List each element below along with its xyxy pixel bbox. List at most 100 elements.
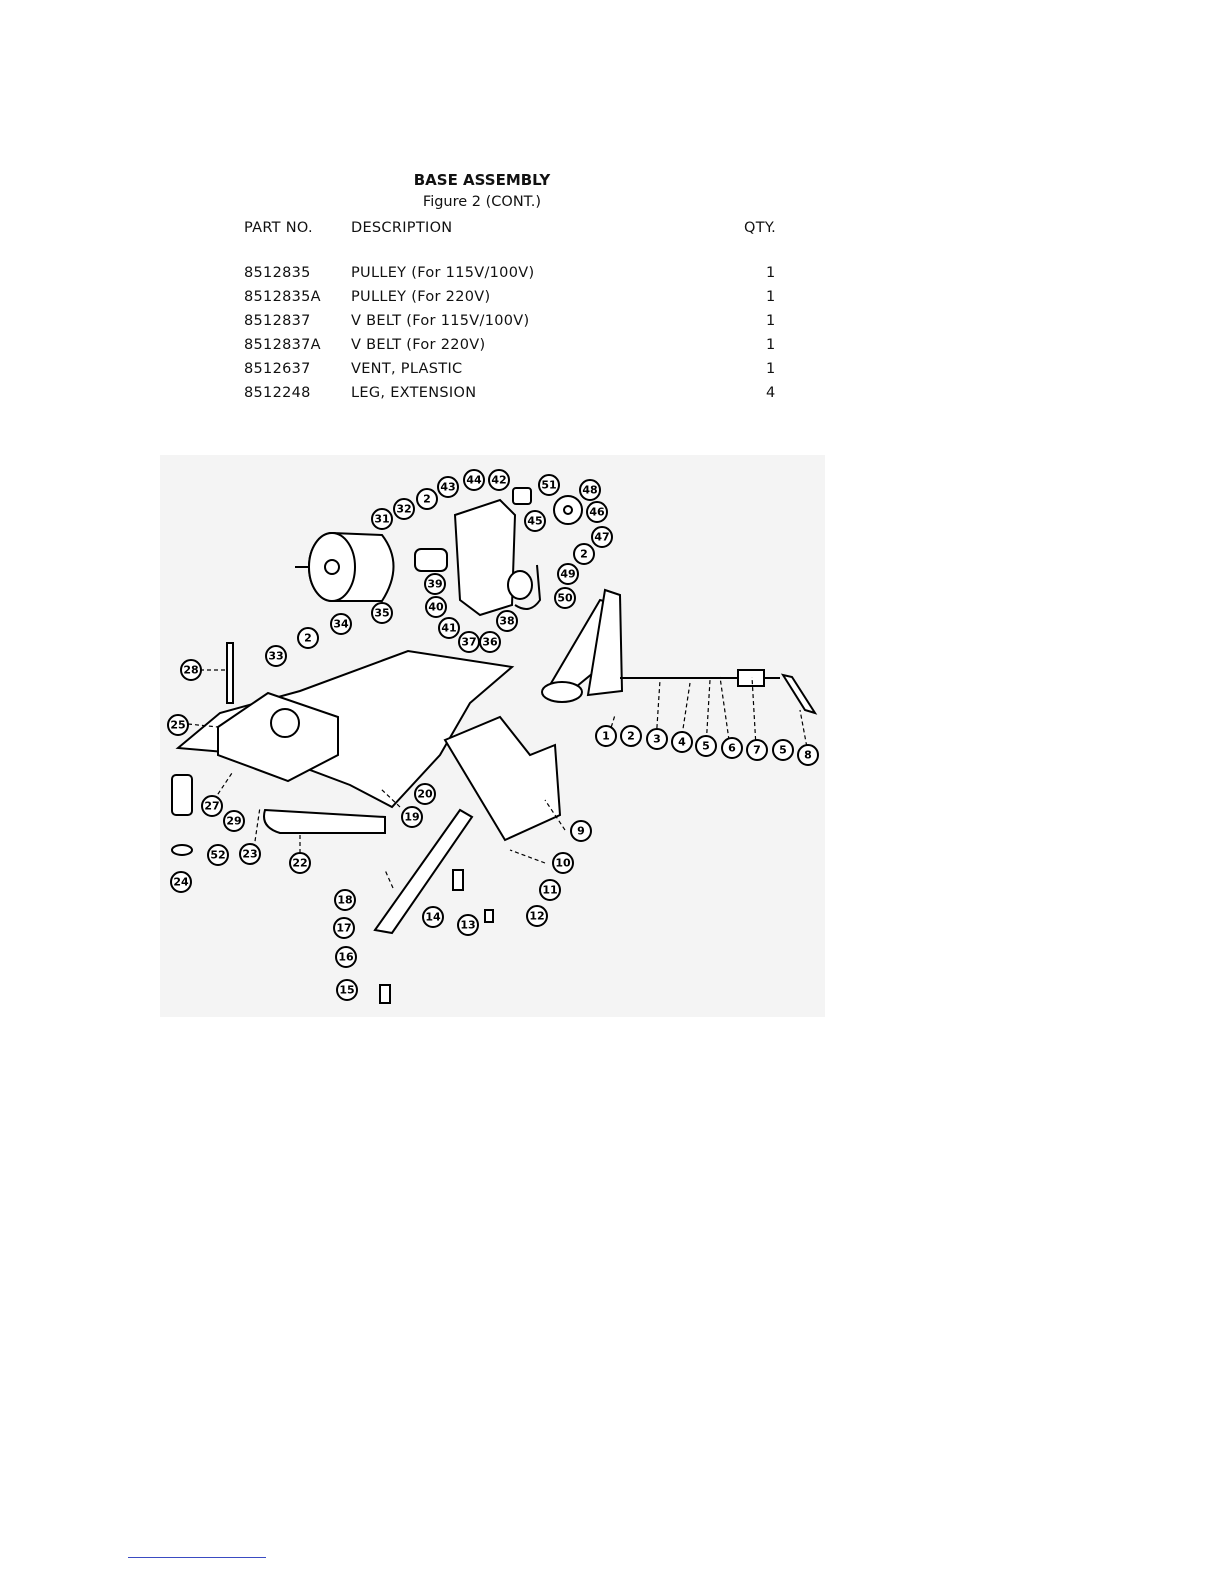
svg-text:8: 8 (804, 749, 812, 762)
callout-24: 24 (170, 871, 192, 893)
svg-text:47: 47 (594, 531, 609, 544)
part-qty: 1 (766, 265, 776, 281)
callout-14: 14 (422, 906, 444, 928)
callout-29: 29 (223, 810, 245, 832)
svg-text:46: 46 (589, 506, 605, 519)
part-qty: 1 (766, 289, 776, 305)
part-number: 8512837A (244, 337, 321, 353)
svg-text:40: 40 (428, 601, 444, 614)
callout-3: 3 (646, 728, 668, 750)
callout-6: 6 (721, 737, 743, 759)
callout-9: 9 (570, 820, 592, 842)
callout-10: 10 (552, 852, 574, 874)
svg-text:41: 41 (441, 622, 456, 635)
svg-text:31: 31 (374, 513, 389, 526)
callout-42: 42 (488, 469, 510, 491)
callout-38: 38 (496, 610, 518, 632)
arm-22 (263, 808, 386, 834)
svg-text:2: 2 (627, 730, 635, 743)
svg-text:27: 27 (204, 800, 219, 813)
callout-48: 48 (579, 479, 601, 501)
part-description: PULLEY (For 115V/100V) (351, 265, 535, 281)
part-description: PULLEY (For 220V) (351, 289, 491, 305)
callout-37: 37 (458, 631, 480, 653)
part-qty: 1 (766, 313, 776, 329)
svg-text:43: 43 (440, 481, 455, 494)
callout-19: 19 (401, 806, 423, 828)
part-number: 8512837 (244, 313, 311, 329)
part-description: VENT, PLASTIC (351, 361, 463, 377)
callout-44: 44 (463, 469, 485, 491)
part-qty: 4 (766, 385, 776, 401)
callout-15: 15 (336, 979, 358, 1001)
svg-text:23: 23 (242, 848, 257, 861)
part-description: V BELT (For 220V) (351, 337, 486, 353)
callout-16: 16 (335, 946, 357, 968)
mount-bracket (586, 588, 624, 697)
callout-52: 52 (207, 844, 229, 866)
svg-text:6: 6 (728, 742, 736, 755)
svg-text:2: 2 (423, 493, 431, 506)
footer-rule (128, 1557, 266, 1558)
callout-43: 43 (437, 476, 459, 498)
svg-text:1: 1 (602, 730, 610, 743)
handle-8 (780, 673, 818, 715)
svg-text:10: 10 (555, 857, 571, 870)
callout-51: 51 (538, 474, 560, 496)
callout-39: 39 (424, 573, 446, 595)
svg-text:45: 45 (527, 515, 542, 528)
svg-text:3: 3 (653, 733, 661, 746)
svg-text:36: 36 (482, 636, 498, 649)
svg-text:33: 33 (268, 650, 283, 663)
callout-12: 12 (526, 905, 548, 927)
svg-text:25: 25 (170, 719, 185, 732)
motor-block (217, 691, 339, 783)
callout-7: 7 (746, 739, 768, 761)
svg-text:13: 13 (460, 919, 475, 932)
callout-2: 2 (620, 725, 642, 747)
callout-25: 25 (167, 714, 189, 736)
motor (295, 531, 448, 602)
motor-bracket (453, 498, 517, 617)
callout-23: 23 (239, 843, 261, 865)
screw-12 (484, 909, 494, 923)
callout-28: 28 (180, 659, 202, 681)
callout-17: 17 (333, 917, 355, 939)
callout-set: 1 2 3 4 5 6 7 5 8 9 10 11 12 13 14 15 16… (167, 469, 819, 1001)
svg-text:42: 42 (491, 474, 506, 487)
svg-text:24: 24 (173, 876, 189, 889)
part-number: 8512637 (244, 361, 311, 377)
callout-22: 22 (289, 852, 311, 874)
svg-text:19: 19 (404, 811, 419, 824)
part-description: V BELT (For 115V/100V) (351, 313, 530, 329)
vent-icon (512, 487, 532, 505)
svg-text:37: 37 (461, 636, 476, 649)
callout-5: 5 (695, 735, 717, 757)
bolt-13 (452, 869, 464, 891)
callout-8: 8 (797, 744, 819, 766)
page-title: BASE ASSEMBLY (413, 171, 551, 189)
callout-11: 11 (539, 879, 561, 901)
svg-text:32: 32 (396, 503, 411, 516)
callout-40: 40 (425, 596, 447, 618)
svg-text:52: 52 (210, 849, 225, 862)
svg-text:51: 51 (541, 479, 556, 492)
figure-caption: Figure 2 (CONT.) (422, 194, 542, 210)
svg-text:39: 39 (427, 578, 442, 591)
svg-text:44: 44 (466, 474, 482, 487)
part-number: 8512248 (244, 385, 311, 401)
svg-text:11: 11 (542, 884, 557, 897)
svg-text:18: 18 (337, 894, 352, 907)
post-28 (226, 642, 234, 704)
callout-18: 18 (334, 889, 356, 911)
foot-52 (171, 774, 193, 816)
part-number: 8512835 (244, 265, 311, 281)
bolt-15 (379, 984, 391, 1004)
callout-20: 20 (414, 783, 436, 805)
callout-2d: 2 (573, 543, 595, 565)
callout-34: 34 (330, 613, 352, 635)
svg-text:2: 2 (580, 548, 588, 561)
callout-33: 33 (265, 645, 287, 667)
svg-text:50: 50 (557, 592, 573, 605)
svg-text:9: 9 (577, 825, 585, 838)
